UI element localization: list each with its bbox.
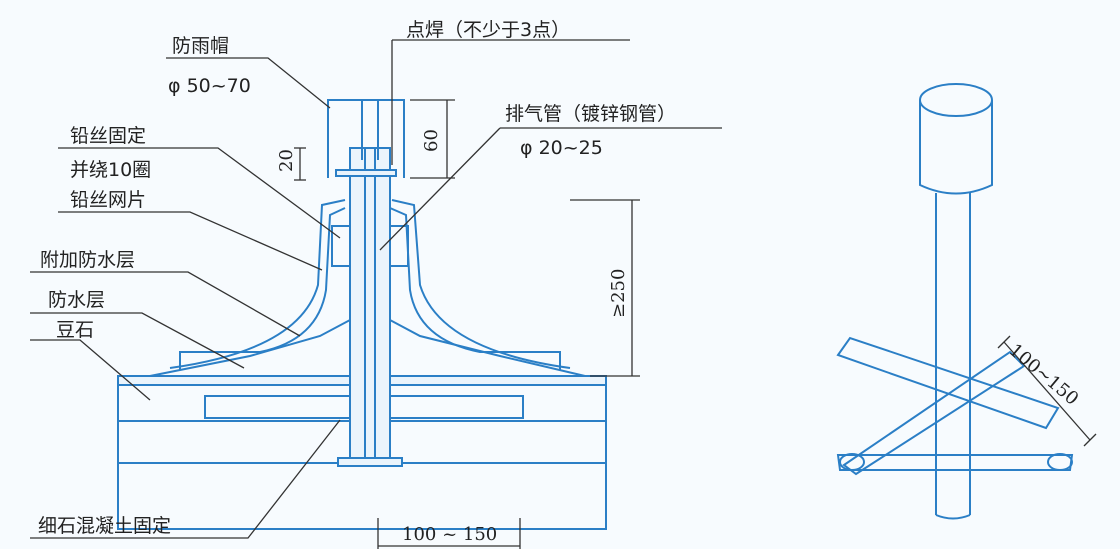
structural-slab [117, 462, 607, 530]
iso-pipe-top [919, 83, 993, 117]
rain-cap-collar [335, 169, 397, 177]
section-drawing: 20 60 ≥250 100 ~ 150 [30, 19, 722, 549]
dim-60-text: 60 [421, 129, 442, 152]
label-spot-weld: 点焊（不少于3点） [406, 19, 570, 41]
dim-100-150-bottom-text: 100 ~ 150 [402, 524, 497, 545]
isometric-drawing: 100~150 [836, 83, 1097, 520]
iso-pipe-bottom [935, 514, 971, 520]
label-waterproof: 防水层 [48, 289, 105, 311]
iso-bar-1 [836, 336, 1060, 430]
iso-bar-end-left [839, 453, 865, 471]
label-wire-fix: 铅丝固定 [70, 125, 146, 147]
dim-250: ≥250 [570, 199, 640, 377]
label-fine-concrete: 细石混凝土固定 [38, 515, 171, 537]
dim-250-text: ≥250 [608, 269, 629, 318]
iso-pipe-cap [919, 100, 993, 195]
label-rain-cap: 防雨帽 [172, 35, 229, 57]
extra-waterproof-right [389, 207, 561, 370]
label-rain-cap-dia: φ 50~70 [168, 75, 251, 97]
dim-20: 20 [276, 147, 306, 181]
wire-wrap-left [331, 225, 351, 267]
extra-waterproof-left [179, 207, 346, 370]
dim-20-text: 20 [276, 149, 297, 172]
rain-cap [327, 99, 405, 178]
label-wire-mesh: 铅丝网片 [70, 189, 146, 211]
dim-60: 60 [410, 99, 455, 179]
label-wire-wrap: 并绕10圈 [70, 159, 151, 181]
label-extra-waterproof: 附加防水层 [40, 249, 135, 271]
label-pea-gravel: 豆石 [56, 319, 94, 341]
vent-pipe [349, 147, 391, 467]
concrete-mound-left [149, 318, 351, 377]
wire-mesh-right [391, 199, 571, 369]
wire-mesh-left [169, 199, 346, 369]
iso-bar-3 [836, 454, 1074, 471]
pipe-base [337, 457, 403, 467]
dim-100-150-right-text: 100~150 [1005, 340, 1083, 410]
wire-wrap-right [389, 225, 409, 267]
dim-100-150-right: 100~150 [997, 335, 1097, 447]
leader-lines [30, 39, 722, 539]
iso-bar-end-right [1047, 453, 1073, 471]
label-vent-pipe-dia: φ 20~25 [520, 137, 603, 159]
dim-100-150-bottom: 100 ~ 150 [377, 518, 521, 549]
label-vent-pipe: 排气管（镀锌钢管） [505, 103, 676, 125]
